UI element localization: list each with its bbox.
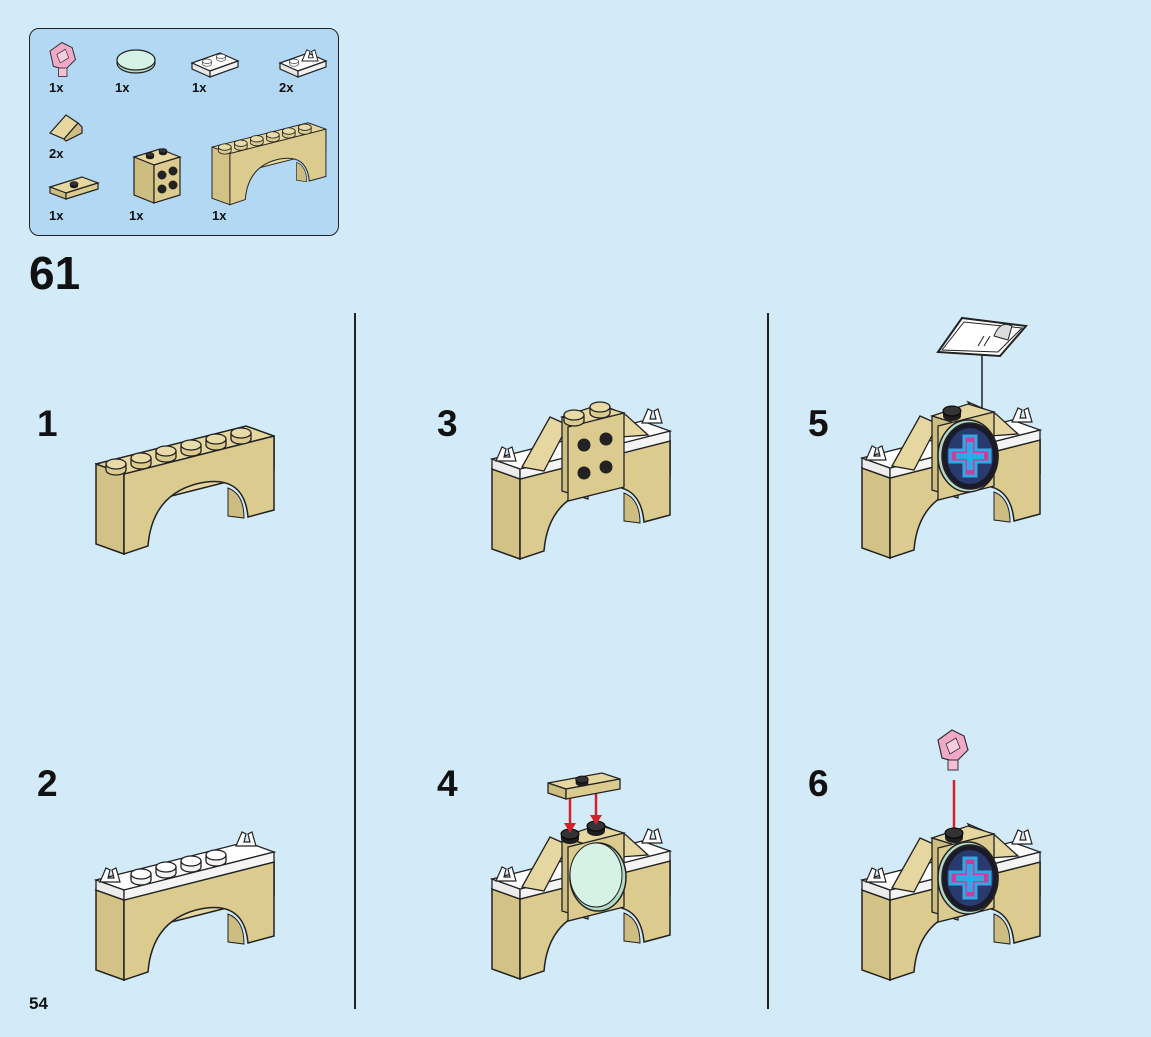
substep-number: 5 [808, 403, 829, 444]
substep-6-model [859, 729, 1043, 981]
page-number: 54 [29, 994, 48, 1013]
part-quantity: 1x [129, 208, 144, 223]
white-plate-part [190, 47, 240, 79]
substep-number: 3 [437, 403, 458, 444]
substep-5-model [859, 316, 1043, 559]
round-tile-part [116, 47, 160, 77]
part-quantity: 2x [49, 146, 64, 161]
substep-number: 1 [37, 403, 58, 444]
substep-3-model [489, 401, 673, 560]
part-quantity: 2x [279, 80, 294, 95]
substep-4-model [489, 772, 673, 980]
substep-number: 4 [437, 763, 458, 804]
parts-list-box: 1x 1x 1x 2x 2x [29, 28, 339, 236]
substep-number: 6 [808, 763, 829, 804]
part-quantity: 1x [49, 208, 64, 223]
tan-jumper-plate-part [48, 173, 100, 201]
tan-bracket-part [130, 145, 186, 205]
column-divider [767, 313, 769, 1009]
substep-1-model [95, 425, 275, 555]
part-quantity: 1x [212, 208, 227, 223]
substep-2-model [93, 831, 277, 981]
substep-number: 2 [37, 763, 58, 804]
part-quantity: 1x [192, 80, 207, 95]
tan-slope-part [48, 111, 88, 142]
pink-crystal-part [48, 41, 78, 81]
white-clip-plate-part [278, 39, 328, 79]
part-quantity: 1x [115, 80, 130, 95]
step-number: 61 [29, 247, 81, 299]
tan-arch-part [210, 111, 332, 206]
part-quantity: 1x [49, 80, 64, 95]
column-divider [354, 313, 356, 1009]
